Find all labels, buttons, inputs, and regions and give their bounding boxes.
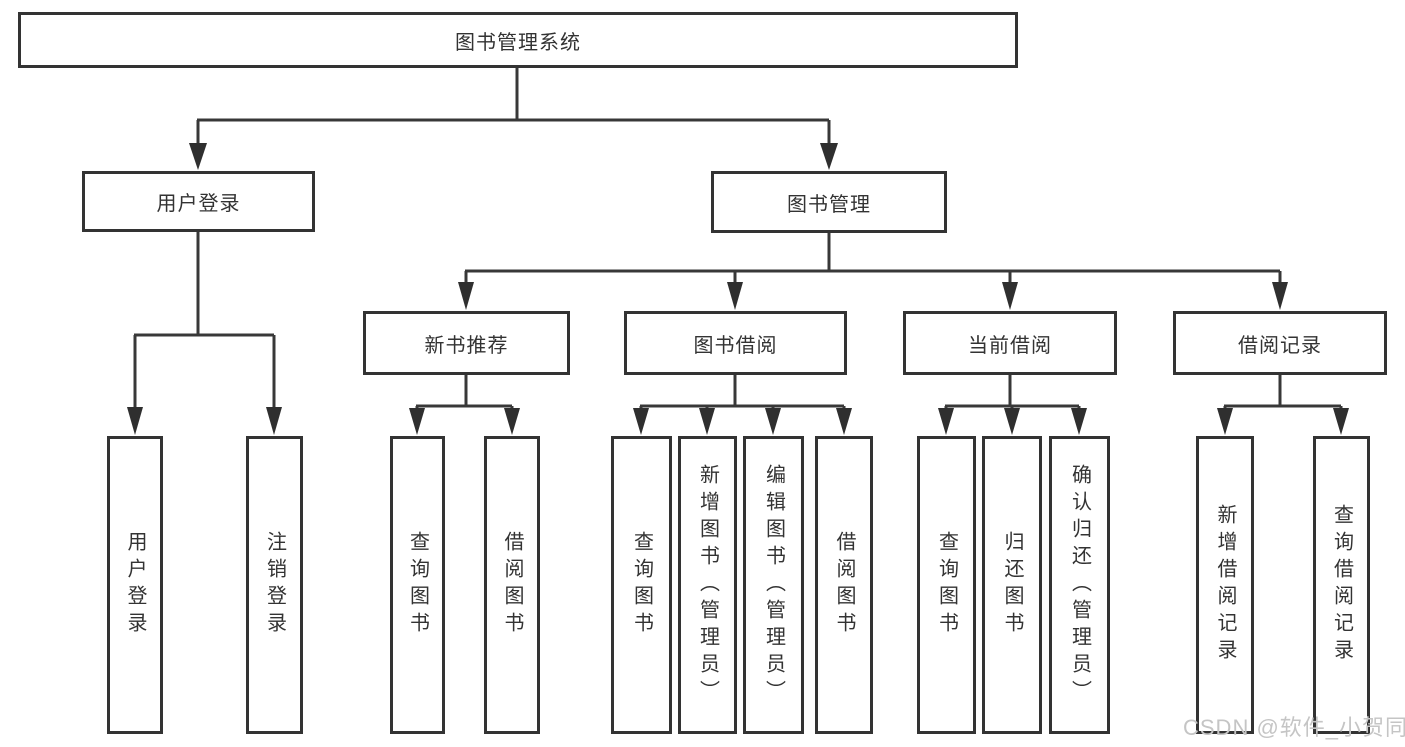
leaf-cb-confirm-return-label: 确认归还（管理员） bbox=[1068, 463, 1091, 707]
leaf-cb-query-book: 查询图书 bbox=[917, 436, 976, 734]
arrowhead bbox=[1217, 408, 1233, 435]
arrowhead bbox=[127, 407, 143, 435]
leaf-logout-label: 注销登录 bbox=[263, 531, 286, 639]
arrowhead bbox=[1333, 408, 1349, 435]
leaf-user-login: 用户登录 bbox=[107, 436, 163, 734]
csdn-watermark: CSDN @软件_小贺同学 bbox=[1183, 715, 1405, 740]
leaf-bb-add-book: 新增图书（管理员） bbox=[678, 436, 737, 734]
node-borrow-records-label: 借阅记录 bbox=[1238, 334, 1322, 357]
node-user-login-label: 用户登录 bbox=[156, 193, 241, 215]
leaf-cb-query-book-label: 查询图书 bbox=[935, 531, 958, 639]
leaf-cb-return-book: 归还图书 bbox=[982, 436, 1042, 734]
arrowhead bbox=[765, 408, 781, 435]
leaf-user-login-label: 用户登录 bbox=[124, 531, 146, 639]
connector-userlogin-to-leaves bbox=[133, 232, 276, 410]
node-current-borrow-label: 当前借阅 bbox=[968, 334, 1052, 357]
arrowhead bbox=[1071, 408, 1087, 435]
leaf-bb-query-book-label: 查询图书 bbox=[630, 531, 653, 639]
node-book-borrow-label: 图书借阅 bbox=[693, 334, 778, 357]
leaf-bb-query-book: 查询图书 bbox=[611, 436, 672, 734]
node-root: 图书管理系统 bbox=[18, 12, 1018, 68]
arrowhead bbox=[1004, 408, 1020, 435]
arrowhead bbox=[699, 408, 715, 435]
leaf-logout: 注销登录 bbox=[246, 436, 303, 734]
node-book-mgmt-label: 图书管理 bbox=[787, 193, 871, 216]
node-user-login: 用户登录 bbox=[82, 171, 315, 232]
arrowhead bbox=[409, 408, 425, 435]
arrowhead bbox=[1002, 282, 1018, 310]
connector-root-to-level2 bbox=[196, 68, 831, 146]
arrowhead bbox=[633, 408, 649, 435]
connector-bookborrow-to-leaves bbox=[639, 375, 846, 410]
leaf-rec-borrow-book-label: 借阅图书 bbox=[501, 531, 523, 639]
leaf-rec-query-book-label: 查询图书 bbox=[406, 531, 429, 639]
leaf-br-query-record-label: 查询借阅记录 bbox=[1330, 504, 1353, 666]
arrowhead bbox=[266, 407, 282, 435]
node-root-label: 图书管理系统 bbox=[455, 31, 581, 54]
node-book-mgmt: 图书管理 bbox=[711, 171, 947, 233]
leaf-bb-edit-book-label: 编辑图书（管理员） bbox=[762, 463, 785, 707]
connector-newbookrec-to-leaves bbox=[415, 375, 514, 410]
leaf-br-query-record: 查询借阅记录 bbox=[1313, 436, 1370, 734]
leaf-rec-borrow-book: 借阅图书 bbox=[484, 436, 540, 734]
arrowhead bbox=[836, 408, 852, 435]
leaf-rec-query-book: 查询图书 bbox=[390, 436, 445, 734]
node-new-book-rec-label: 新书推荐 bbox=[424, 334, 509, 357]
node-new-book-rec: 新书推荐 bbox=[363, 311, 570, 375]
arrowhead bbox=[189, 143, 207, 170]
leaf-bb-edit-book: 编辑图书（管理员） bbox=[743, 436, 804, 734]
leaf-bb-borrow-book: 借阅图书 bbox=[815, 436, 873, 734]
arrowhead bbox=[458, 282, 474, 310]
leaf-bb-borrow-book-label: 借阅图书 bbox=[833, 531, 855, 639]
arrowhead bbox=[938, 408, 954, 435]
arrowhead bbox=[727, 282, 743, 310]
leaf-cb-return-book-label: 归还图书 bbox=[1001, 531, 1023, 639]
node-book-borrow: 图书借阅 bbox=[624, 311, 847, 375]
node-borrow-records: 借阅记录 bbox=[1173, 311, 1387, 375]
leaf-bb-add-book-label: 新增图书（管理员） bbox=[696, 463, 719, 707]
node-current-borrow: 当前借阅 bbox=[903, 311, 1117, 375]
arrowhead bbox=[504, 408, 520, 435]
connector-bookmgmt-to-level3 bbox=[464, 233, 1282, 283]
connector-currentborrow-to-leaves bbox=[944, 375, 1081, 410]
arrowhead bbox=[820, 143, 838, 170]
leaf-cb-confirm-return: 确认归还（管理员） bbox=[1049, 436, 1110, 734]
leaf-br-add-record: 新增借阅记录 bbox=[1196, 436, 1254, 734]
connector-borrowrecords-to-leaves bbox=[1223, 375, 1343, 410]
leaf-br-add-record-label: 新增借阅记录 bbox=[1214, 504, 1236, 666]
arrowhead bbox=[1272, 282, 1288, 310]
arrowheads bbox=[127, 143, 1349, 435]
